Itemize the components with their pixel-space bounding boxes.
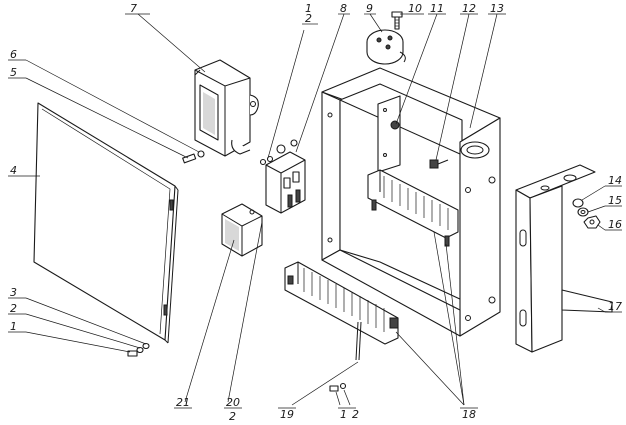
- callout-21: 21: [176, 396, 190, 409]
- callout-6: 6: [10, 48, 17, 61]
- callout-18: 18: [462, 408, 476, 421]
- callout-2: 2: [10, 302, 17, 315]
- mounting-bracket: [515, 164, 613, 353]
- leader-lines: [8, 13, 622, 409]
- inner-terminal-strip: [367, 169, 459, 247]
- callout-15: 15: [608, 194, 622, 207]
- enclosure-box: [321, 67, 501, 337]
- callout-17: 17: [608, 300, 622, 313]
- callout-11: 11: [430, 2, 444, 15]
- callout-12: 12: [462, 2, 476, 15]
- callout-labels: 7 6 5 4 3 2 1 1 2 8 9 10 11 12 13 14 15 …: [10, 2, 622, 423]
- callout-3: 3: [10, 286, 17, 299]
- callout-10: 10: [408, 2, 422, 15]
- callout-19: 19: [280, 408, 294, 421]
- callout-20-sub: 2: [229, 410, 236, 423]
- callout-1: 1: [10, 320, 17, 333]
- callout-20: 20: [226, 396, 240, 409]
- callout-4: 4: [10, 164, 17, 177]
- outer-terminal-strip: [284, 261, 399, 361]
- top-screw: [391, 11, 403, 30]
- cover-panel: [33, 102, 179, 344]
- callout-5: 5: [10, 66, 17, 79]
- callout-7: 7: [130, 2, 137, 15]
- callout-1-upper: 1: [305, 2, 312, 15]
- small-module: [221, 203, 263, 257]
- callout-16: 16: [608, 218, 622, 231]
- round-connector: [366, 29, 406, 65]
- callout-9: 9: [366, 2, 373, 15]
- callout-8: 8: [340, 2, 347, 15]
- fasteners-right: [572, 198, 601, 229]
- small-relay: [265, 139, 306, 214]
- callout-1-lower: 1: [340, 408, 347, 421]
- small-fasteners: [127, 150, 347, 392]
- callout-2-lower: 2: [352, 408, 359, 421]
- callout-2-upper: 2: [305, 12, 312, 25]
- large-relay: [194, 59, 259, 157]
- callout-13: 13: [490, 2, 504, 15]
- callout-14: 14: [608, 174, 622, 187]
